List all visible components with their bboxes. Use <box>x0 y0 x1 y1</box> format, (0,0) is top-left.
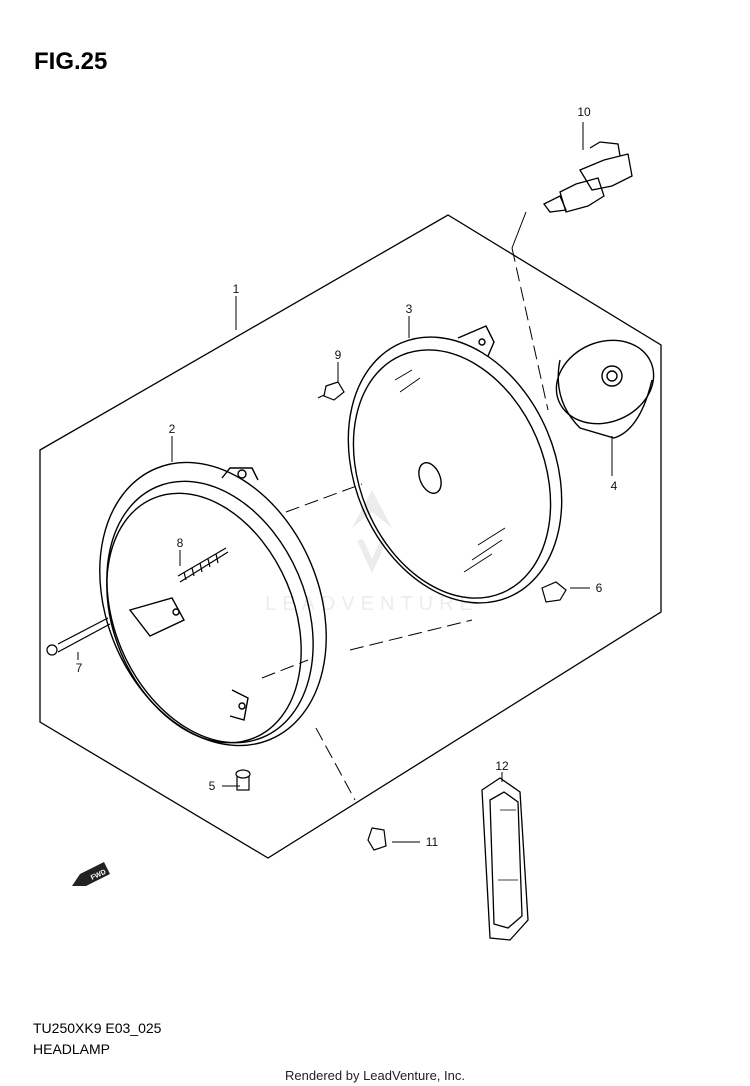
watermark-text: LEADVENTURE <box>265 593 479 615</box>
bulb-bracket-line <box>317 211 527 399</box>
diagram-code: TU250XK9 E03_025 <box>33 1020 162 1036</box>
fwd-arrow-icon: FWD <box>72 862 110 886</box>
callout-9: 9 <box>335 348 342 362</box>
rendered-by-credit: Rendered by LeadVenture, Inc. <box>285 1068 465 1083</box>
diagram-title: HEADLAMP <box>33 1041 111 1057</box>
figure-label: FIG.25 <box>34 48 108 75</box>
headlamp-rim <box>99 461 327 747</box>
callout-7: 7 <box>76 661 83 675</box>
callout-4: 4 <box>611 479 618 493</box>
spring-8 <box>177 547 229 583</box>
callout-3: 3 <box>406 302 413 316</box>
nut-9 <box>323 381 345 401</box>
leader-lines <box>261 247 549 801</box>
callout-5: 5 <box>209 779 216 793</box>
socket-cover <box>555 339 655 439</box>
headlamp-lens-unit <box>347 325 563 604</box>
assembly-outline <box>39 214 662 859</box>
callout-2: 2 <box>169 422 176 436</box>
watermark: LEADVENTURE <box>265 490 479 615</box>
nut-6 <box>541 581 567 603</box>
callout-12: 12 <box>495 759 509 773</box>
bolt-11 <box>367 827 387 851</box>
callout-11: 11 <box>426 835 439 849</box>
bulb <box>543 141 633 213</box>
screw-7 <box>46 617 111 656</box>
callout-10: 10 <box>577 105 591 119</box>
callout-leaders <box>77 122 613 843</box>
callout-6: 6 <box>596 581 603 595</box>
screw-5 <box>235 769 251 791</box>
callout-1: 1 <box>233 282 240 296</box>
reflector <box>481 777 529 941</box>
callout-8: 8 <box>177 536 184 550</box>
